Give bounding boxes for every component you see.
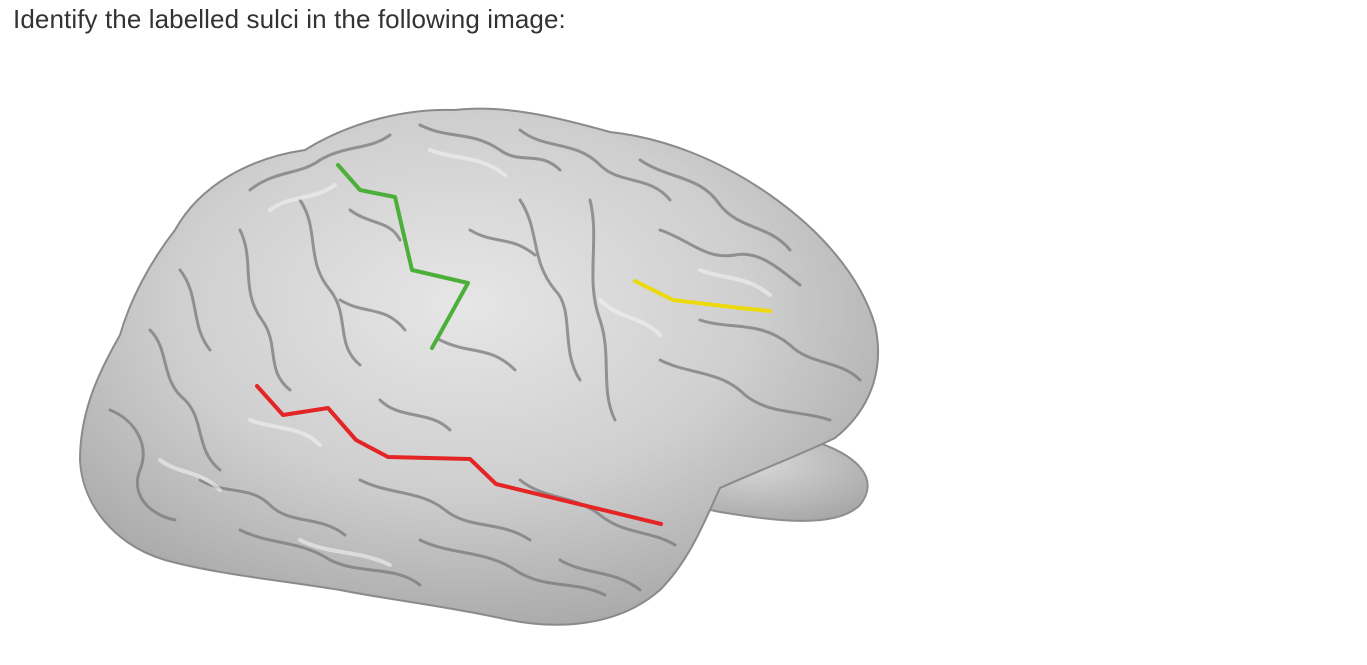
red-sulcus-marker <box>255 384 663 526</box>
gyri-texture <box>108 123 862 597</box>
yellow-sulcus-marker <box>633 279 772 313</box>
question-text: Identify the labelled sulci in the follo… <box>13 4 566 34</box>
gyri-highlight <box>158 148 772 567</box>
green-sulcus-marker <box>336 163 470 350</box>
brain-silhouette <box>78 107 879 626</box>
